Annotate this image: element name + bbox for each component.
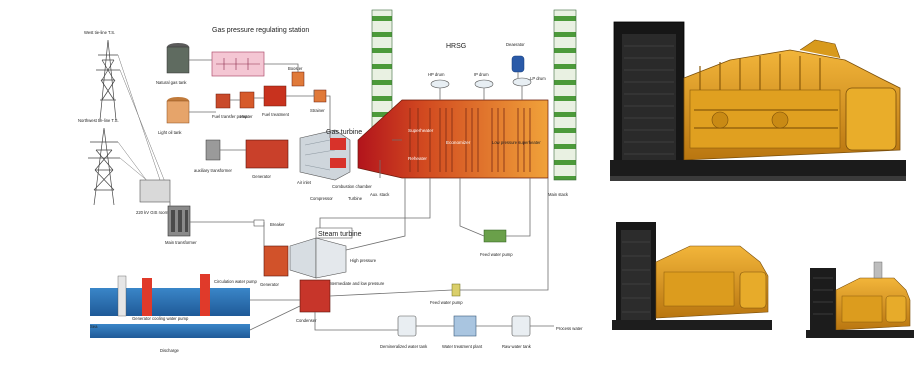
high-pressure-label: High pressure [350,258,377,263]
gas-turbine-label: Gas turbine [326,129,362,136]
auxiliary-transformer [205,139,221,161]
combustor-label: Combustion chamber [332,184,372,189]
lp-drum [512,77,532,87]
steam-turbine-ilp [315,237,347,279]
booster-box [291,71,305,87]
water-treatment-label: Water treatment plant [442,344,483,349]
gis-label: 220 kV GIS room [136,210,169,215]
turbine-label: Turbine [348,196,363,201]
transmission-tower-2 [88,127,120,206]
raw-water-label: Raw water tank [502,344,532,349]
reheater-label: Reheater [408,156,427,161]
radiator-small [810,268,836,330]
fuel-treatment-label: Fuel treatment [262,112,290,117]
strainer-label: Strainer [310,108,325,113]
generator-sea-label: Generator cooling water pump [132,316,189,321]
raw-water-tank [511,315,531,337]
transmission-wires [117,54,166,188]
demineralized-label: Demineralized water tank [380,344,428,349]
heater-label: Heater [240,114,253,119]
base-frame [610,160,906,176]
natural-gas-tank [166,46,190,74]
gas-station-title: Gas pressure regulating station [212,27,309,34]
steam-turbine-label: Steam turbine [318,231,362,238]
northwest-line-label: Northwest tie-line T.S. [78,118,119,123]
process-water-label: Process water [556,326,583,331]
ip-drum-label: IP drum [474,72,489,77]
hp-drum-label: HP drum [428,72,445,77]
water-treatment-plant [453,315,477,337]
pipes [169,59,554,331]
generator-photo-medium [604,210,784,358]
gis-building [139,179,171,203]
deaerator-label: Deaerator [506,42,525,47]
aux-stack-label: Aux. stack [370,192,390,197]
fuel-pump-label: Fuel transfer pump [212,114,248,119]
low-superheater-label: Low pressure superheater [492,140,541,145]
alternator [845,87,897,151]
discharge-label: Discharge [160,348,180,353]
heater-box [239,91,255,109]
circulation-pump [200,274,210,316]
generator-photo-small [796,240,920,358]
main-stack-label: Main stack [548,192,569,197]
condenser [299,279,331,313]
hp-drum [430,79,450,89]
generator-steam-label: Generator [260,282,279,287]
main-transformer-label: Main transformer [165,240,197,245]
demineralized-tank [397,315,417,337]
fuel-treatment-box [263,85,287,107]
natural-gas-label: Natural gas tank [156,80,187,85]
booster-label: Booster [288,66,303,71]
sea-intake [90,288,250,316]
generator-photo-large [604,10,920,194]
condenser-label: Condenser [296,318,317,323]
aux-transformer-label: auxiliary transformer [194,168,233,173]
generator-gas-box [245,139,289,169]
light-oil-tank [166,100,190,124]
power-plant-diagram: West tie-line T.S. Northwest tie-line T.… [70,6,598,358]
int-low-pressure-label: Intermediate and low pressure [328,281,385,286]
main-stack [553,9,577,181]
superheater-label: Superheater [408,128,434,133]
compressor-label: Compressor [310,196,333,201]
condensate-pump-label: Feed water pump [430,300,463,305]
economizer-label: Economizer [446,140,471,145]
lp-drum-label: LP drum [530,76,546,81]
sea-discharge [90,324,250,338]
feed-water-pump-label: Feed water pump [480,252,513,257]
air-inlet-label: Air inlet [297,180,312,185]
transmission-tower-1 [96,39,120,121]
circulation-pump-label: Circulation water pump [214,279,257,284]
fuel-pump-box [215,93,231,109]
generator-sea-pump [142,278,152,316]
generator-gas-label: Generator [252,174,271,179]
condensate-pump [451,283,461,297]
generator-steam-box [263,245,289,277]
strainer-box [313,89,327,103]
sea-label: Sea [90,324,98,329]
gas-turbine [299,129,351,181]
combustor [330,138,346,150]
ip-drum [474,79,494,89]
feed-water-pump [483,229,507,243]
hrsg-coils [409,108,531,172]
light-oil-label: Light oil tank [158,130,182,135]
breaker [253,219,265,227]
hrsg-label: HRSG [446,43,466,50]
west-line-label: West tie-line T.S. [84,30,115,35]
breaker-label: Breaker [270,222,285,227]
deaerator [511,55,525,73]
